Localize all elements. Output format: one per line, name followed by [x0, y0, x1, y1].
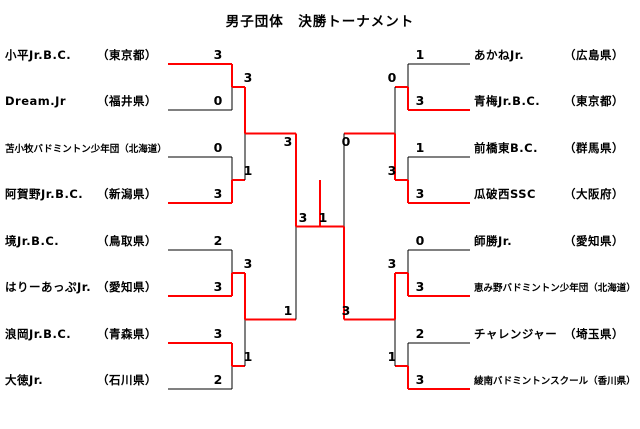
- team-name: 青梅Jr.B.C.: [474, 94, 541, 108]
- team-label: 綾南バドミントンスクール（香川県）: [474, 376, 636, 388]
- round1-score: 3: [213, 186, 223, 201]
- team-prefecture: （広島県）: [564, 48, 624, 62]
- team-name: 境Jr.B.C.: [5, 234, 60, 248]
- team-label: チャレンジャー （埼玉県）: [474, 327, 640, 341]
- team-name: チャレンジャー: [474, 327, 558, 341]
- team-label: 境Jr.B.C. （鳥取県）: [5, 234, 175, 248]
- team-prefecture: （青森県）: [97, 327, 157, 341]
- quarterfinal-score: 3: [387, 163, 397, 178]
- quarterfinal-score: 3: [243, 70, 253, 85]
- round1-score: 0: [213, 93, 223, 108]
- quarterfinal-score: 1: [387, 349, 397, 364]
- team-name: 浪岡Jr.B.C.: [5, 327, 72, 341]
- team-label: 大徳Jr. （石川県）: [5, 373, 175, 387]
- team-prefecture: （北海道）: [588, 283, 636, 294]
- quarterfinal-score: 3: [243, 256, 253, 271]
- round1-score: 2: [213, 233, 223, 248]
- team-label: 師勝Jr. （愛知県）: [474, 234, 640, 248]
- team-prefecture: （大阪府）: [564, 187, 624, 201]
- quarterfinal-score: 0: [387, 70, 397, 85]
- team-prefecture: （埼玉県）: [564, 327, 624, 341]
- team-prefecture: （香川県）: [588, 376, 636, 387]
- team-label: 阿賀野Jr.B.C. （新潟県）: [5, 187, 175, 201]
- round1-score: 3: [415, 279, 425, 294]
- semifinal-score: 3: [283, 133, 293, 149]
- team-label: 苫小牧バドミントン少年団（北海道）: [5, 144, 167, 156]
- team-prefecture: （愛知県）: [564, 234, 624, 248]
- semifinal-score: 3: [341, 302, 351, 318]
- round1-score: 2: [213, 372, 223, 387]
- round1-score: 3: [213, 47, 223, 62]
- semifinal-score: 1: [283, 302, 293, 318]
- team-name: 綾南バドミントンスクール: [474, 376, 589, 387]
- team-name: 師勝Jr.: [474, 234, 513, 248]
- final-score-right: 1: [318, 209, 328, 225]
- team-prefecture: （福井県）: [97, 94, 157, 108]
- round1-score: 3: [415, 372, 425, 387]
- team-prefecture: （石川県）: [97, 373, 157, 387]
- team-name: 恵み野バドミントン少年団: [474, 283, 589, 294]
- round1-score: 3: [415, 186, 425, 201]
- team-prefecture: （東京都）: [564, 94, 624, 108]
- team-name: 前橋東B.C.: [474, 141, 538, 155]
- team-prefecture: （東京都）: [97, 48, 157, 62]
- team-label: 浪岡Jr.B.C. （青森県）: [5, 327, 175, 341]
- round1-score: 3: [415, 93, 425, 108]
- round1-score: 1: [415, 47, 425, 62]
- team-prefecture: （愛知県）: [97, 280, 157, 294]
- team-prefecture: （群馬県）: [564, 141, 624, 155]
- team-prefecture: （北海道）: [119, 144, 167, 155]
- round1-score: 1: [415, 140, 425, 155]
- team-label: 青梅Jr.B.C. （東京都）: [474, 94, 640, 108]
- team-name: 大徳Jr.: [5, 373, 44, 387]
- team-name: 阿賀野Jr.B.C.: [5, 187, 84, 201]
- team-name: はりーあっぷJr.: [5, 280, 92, 294]
- team-prefecture: （新潟県）: [97, 187, 157, 201]
- quarterfinal-score: 1: [243, 163, 253, 178]
- team-label: 恵み野バドミントン少年団（北海道）: [474, 283, 636, 295]
- round1-score: 3: [213, 279, 223, 294]
- team-name: Dream.Jr: [5, 94, 67, 108]
- team-label: 小平Jr.B.C. （東京都）: [5, 48, 175, 62]
- team-name: 瓜破西SSC: [474, 187, 536, 201]
- team-label: はりーあっぷJr. （愛知県）: [5, 280, 175, 294]
- quarterfinal-score: 1: [243, 349, 253, 364]
- team-prefecture: （鳥取県）: [97, 234, 157, 248]
- team-name: あかねJr.: [474, 48, 525, 62]
- round1-score: 2: [415, 326, 425, 341]
- team-label: 瓜破西SSC （大阪府）: [474, 187, 640, 201]
- quarterfinal-score: 3: [387, 256, 397, 271]
- semifinal-score: 0: [341, 133, 351, 149]
- team-label: 前橋東B.C. （群馬県）: [474, 141, 640, 155]
- team-label: あかねJr. （広島県）: [474, 48, 640, 62]
- team-name: 苫小牧バドミントン少年団: [5, 144, 120, 155]
- final-score-left: 3: [298, 209, 308, 225]
- round1-score: 0: [213, 140, 223, 155]
- tournament-title: 男子団体 決勝トーナメント: [225, 14, 415, 30]
- round1-score: 3: [213, 326, 223, 341]
- round1-score: 0: [415, 233, 425, 248]
- team-label: Dream.Jr （福井県）: [5, 94, 175, 108]
- team-name: 小平Jr.B.C.: [5, 48, 72, 62]
